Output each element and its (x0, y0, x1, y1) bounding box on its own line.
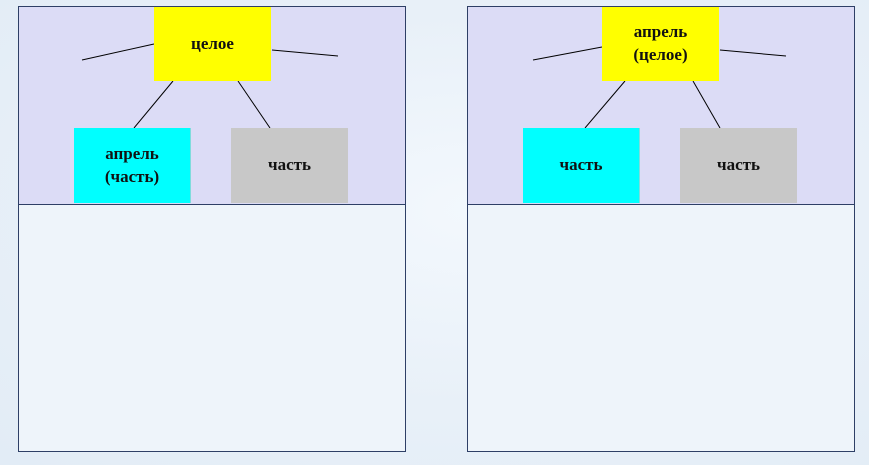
right-whole-april-box: апрель (целое) (602, 7, 719, 81)
left-part-box: часть (231, 128, 348, 203)
right-part-box: часть (680, 128, 797, 203)
right-part-box-highlight: часть (523, 128, 639, 203)
right-answer-area (468, 205, 854, 451)
left-answer-area (19, 205, 405, 451)
left-part-april-box: апрель (часть) (74, 128, 190, 203)
left-whole-box: целое (154, 7, 271, 81)
